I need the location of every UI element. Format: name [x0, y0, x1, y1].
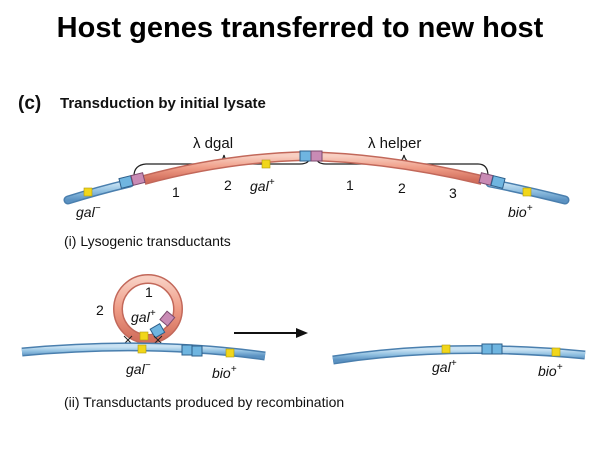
page-title: Host genes transferred to new host	[56, 12, 544, 44]
ring-segment-1: 1	[145, 284, 153, 300]
left-att-blue-1	[181, 344, 193, 356]
ring-att-pink	[159, 310, 176, 327]
left-label-bio-plus: bio+	[212, 364, 237, 381]
right-label-gal-plus: gal+	[432, 358, 457, 375]
left-att-blue-2	[191, 345, 203, 357]
segment-1-dgal: 1	[172, 184, 180, 200]
brace-lambda-dgal	[133, 154, 311, 177]
marker-gal-plus	[261, 159, 271, 169]
left-marker-gal-minus	[137, 344, 147, 354]
ring-marker-gal-plus	[139, 331, 149, 341]
ring-segment-2: 2	[96, 302, 104, 318]
label-bio-plus: bio+	[508, 203, 533, 220]
att-site-right-pink	[478, 172, 494, 186]
label-gal-minus: gal−	[76, 203, 101, 220]
ring-label-gal-plus: gal+	[131, 308, 156, 325]
left-marker-bio-plus	[225, 348, 235, 358]
label-lambda-helper: λ helper	[368, 135, 421, 152]
right-att-blue-1	[481, 343, 493, 355]
arrow-head	[296, 328, 308, 338]
marker-bio-plus	[522, 187, 532, 197]
att-site-middle-pink	[310, 150, 323, 162]
att-site-middle-blue	[299, 150, 312, 162]
segment-2-dgal: 2	[224, 177, 232, 193]
right-label-bio-plus: bio+	[538, 362, 563, 379]
segment-3-helper: 3	[449, 185, 457, 201]
att-site-right-blue	[490, 175, 506, 189]
segment-1-helper: 1	[346, 177, 354, 193]
att-site-left-blue	[118, 175, 134, 189]
ring-att-blue	[149, 322, 166, 339]
panel-heading: Transduction by initial lysate	[60, 95, 266, 112]
marker-gal-minus	[83, 187, 93, 197]
caption-recombination: (ii) Transductants produced by recombina…	[64, 394, 344, 410]
brace-lambda-helper	[315, 154, 489, 177]
right-marker-bio-plus	[551, 347, 561, 357]
segment-2-helper: 2	[398, 180, 406, 196]
label-gal-plus: gal+	[250, 177, 275, 194]
right-marker-gal-plus	[441, 344, 451, 354]
caption-lysogenic: (i) Lysogenic transductants	[64, 233, 231, 249]
left-label-gal-minus: gal−	[126, 360, 151, 377]
att-site-left-pink	[130, 172, 146, 186]
right-att-blue-2	[491, 343, 503, 355]
label-lambda-dgal: λ dgal	[193, 135, 233, 152]
panel-label: (c)	[18, 93, 41, 114]
